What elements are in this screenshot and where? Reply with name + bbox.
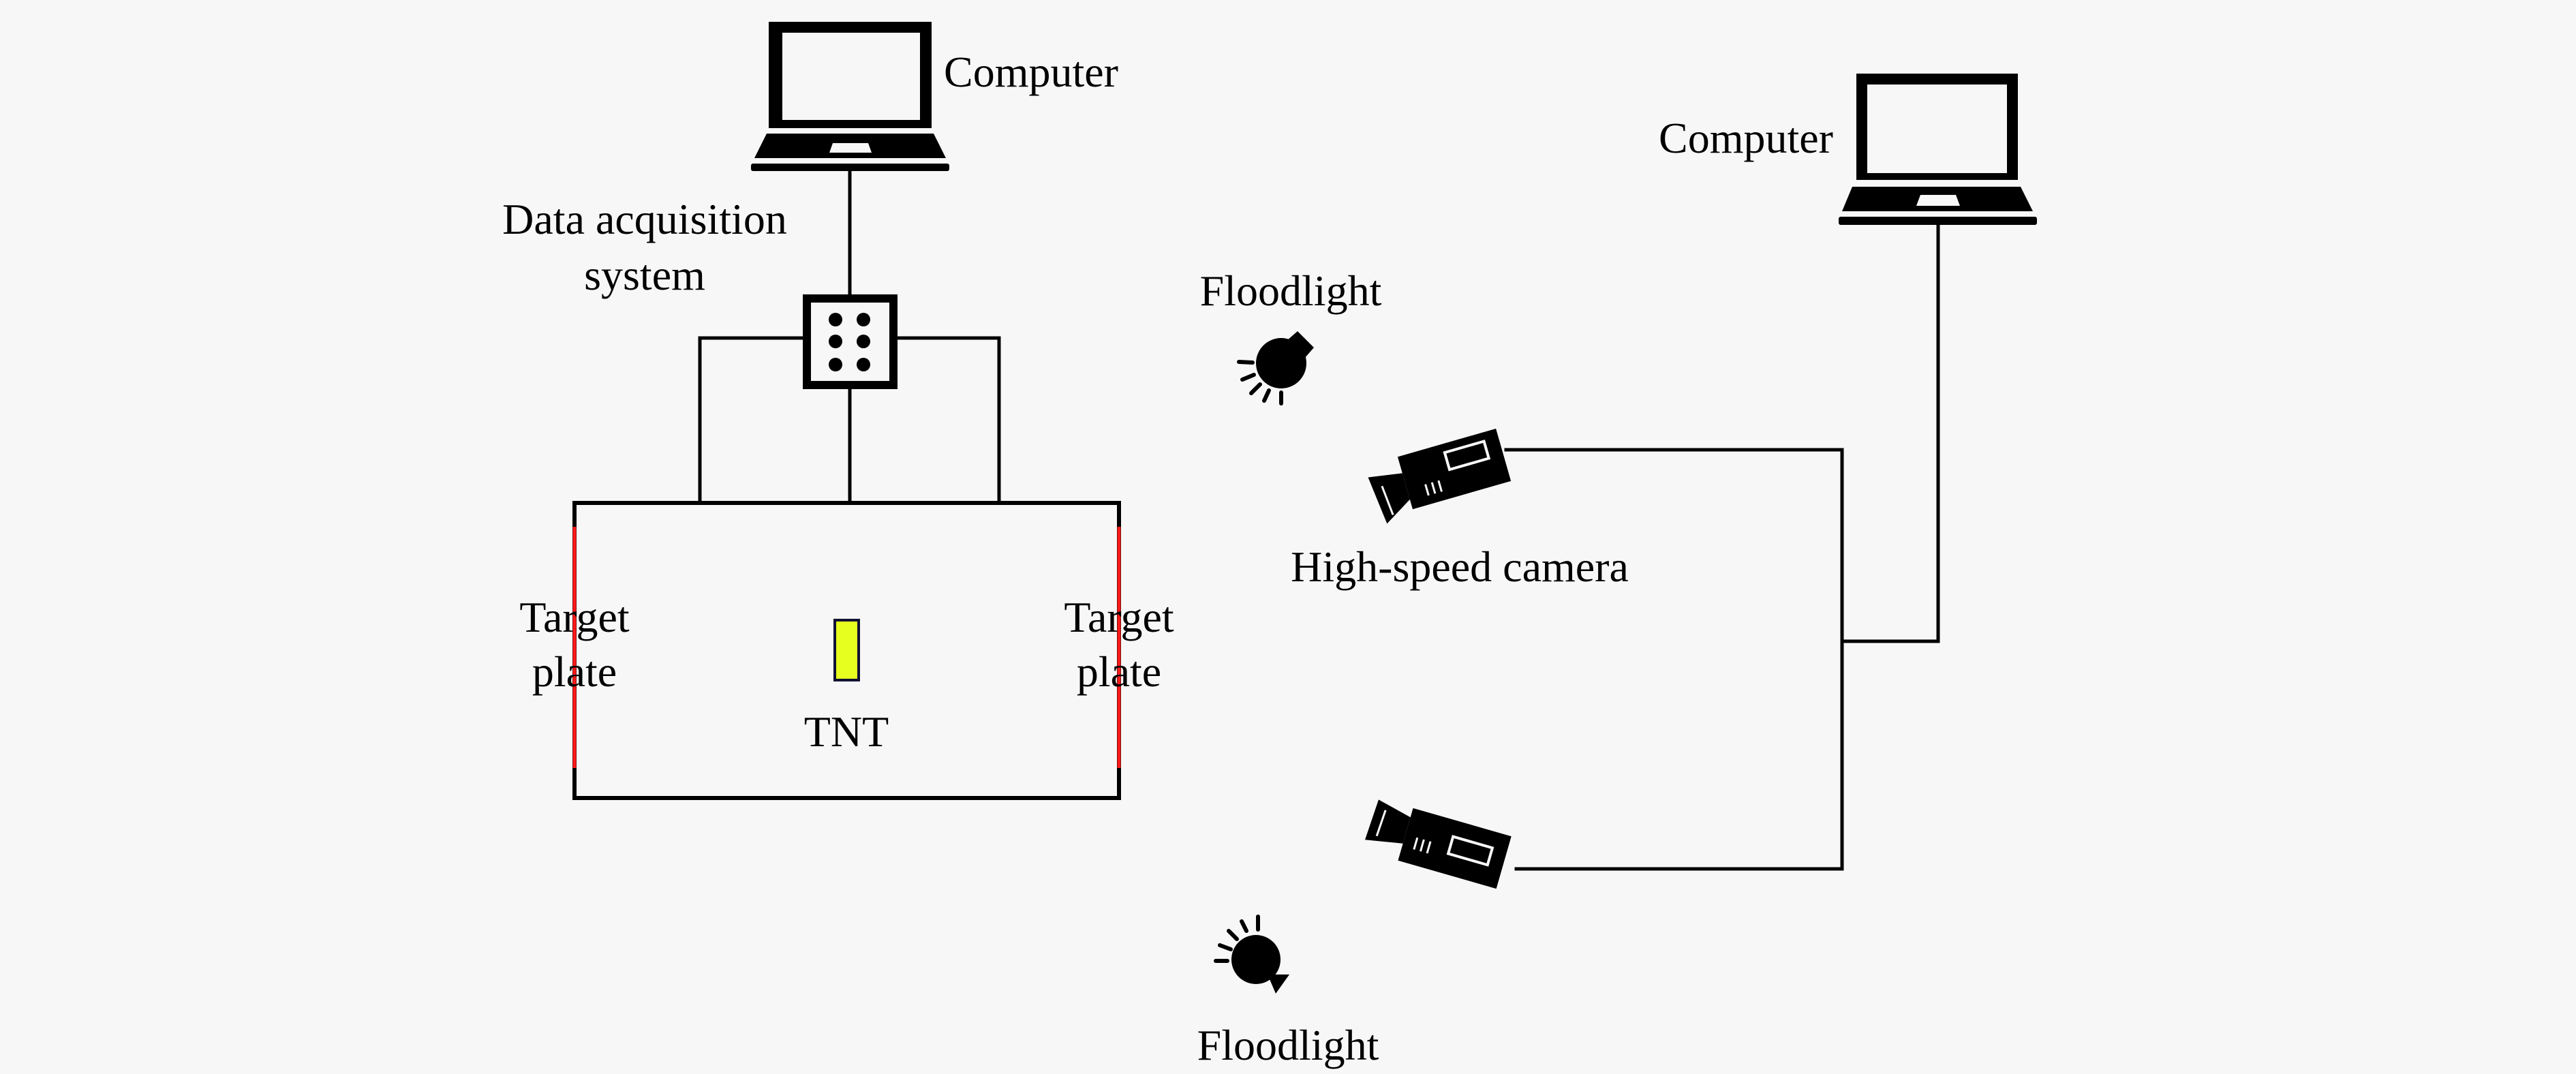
high-speed-camera-icon-bottom xyxy=(1365,799,1512,889)
laptop-icon-right xyxy=(1839,74,2037,225)
target-plate-left-label-line1: Target xyxy=(519,593,630,641)
wire-daq-left xyxy=(698,336,805,505)
laptop-icon-left xyxy=(751,22,949,171)
wire-daq-right xyxy=(895,336,1001,505)
tnt-charge xyxy=(833,619,860,681)
high-speed-camera-label: High-speed camera xyxy=(1291,542,1629,591)
floodlight-bottom-label: Floodlight xyxy=(1197,1021,1379,1069)
high-speed-camera-icon-top xyxy=(1368,428,1512,524)
data-acquisition-icon xyxy=(803,294,898,389)
computer-label-right: Computer xyxy=(1659,114,1833,162)
floodlight-icon-top xyxy=(1237,331,1314,405)
wire-cameras-trunk xyxy=(1504,448,1844,871)
tnt-label: TNT xyxy=(804,707,889,756)
target-plate-right-label-line2: plate xyxy=(1077,647,1161,696)
target-plate-right-label-line1: Target xyxy=(1064,593,1174,641)
daq-label-line1: Data acquisition xyxy=(502,195,787,243)
wire-trunk-computer xyxy=(1840,223,1940,643)
floodlight-top-label: Floodlight xyxy=(1200,266,1382,315)
daq-label-line2: system xyxy=(584,251,705,299)
computer-label-left: Computer xyxy=(944,48,1118,96)
target-plate-left-label-line2: plate xyxy=(532,647,617,696)
floodlight-icon-bottom xyxy=(1214,915,1289,994)
